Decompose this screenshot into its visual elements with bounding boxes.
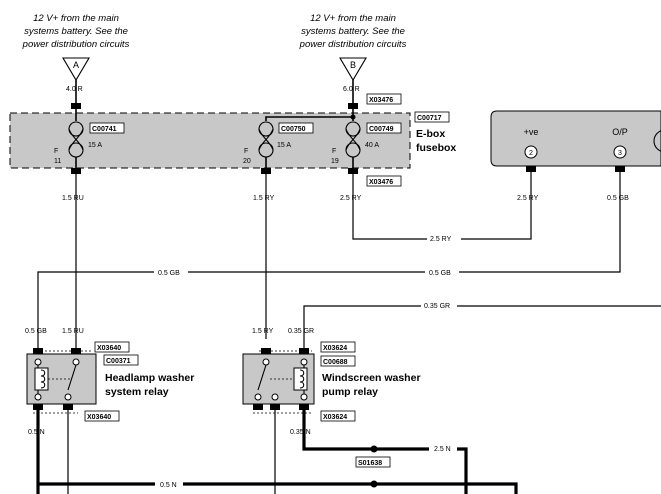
wire-f20-out-label: 1.5 RY (253, 195, 275, 202)
svg-text:X03476: X03476 (369, 179, 393, 186)
supply-b-line3: power distribution circuits (299, 39, 407, 50)
supply-a: 12 V+ from the main systems battery. See… (22, 13, 130, 103)
supply-b-line1: 12 V+ from the main (310, 13, 396, 24)
fuse-f19-number: 19 (331, 158, 339, 165)
fuse-f11-rating: 15 A (88, 142, 102, 149)
svg-text:3: 3 (618, 150, 622, 157)
relay2-title-line2: pump relay (322, 386, 378, 398)
fuse-f19: C00749 40 A F 19 (331, 121, 402, 165)
relay1-title-line2: system relay (105, 386, 169, 398)
supply-a-line2: systems battery. See the (24, 26, 128, 37)
wire-relay1-ru-label: 1.5 RU (62, 328, 84, 335)
fuse-f11: C00741 15 A F 11 (54, 121, 125, 165)
fuse-f11-code: C00741 (92, 126, 117, 133)
fuse-f11-number: 11 (54, 158, 61, 165)
relay1-connector-bottom: X03640 (87, 414, 111, 421)
supply-b-line2: systems battery. See the (301, 26, 405, 37)
relay1-title-line1: Headlamp washer (105, 372, 194, 384)
relay2-connector-bottom: X03624 (323, 414, 347, 421)
svg-text:X03476: X03476 (369, 97, 393, 104)
wire-pin2-label: 2.5 RY (517, 195, 539, 202)
relay-headlamp-washer: X03640 C00371 Headlamp washer system rel… (26, 339, 194, 422)
relay2-coil-icon (293, 367, 308, 391)
wire-relay1-gb-label: 0.5 GB (25, 328, 47, 335)
splice-code: S01638 (358, 460, 382, 467)
supply-a-line1: 12 V+ from the main (33, 13, 119, 24)
relay2-connector-top: X03624 (323, 345, 347, 352)
fusebox-title-line1: E-box (416, 128, 445, 140)
fusebox-code: C00717 (417, 115, 442, 122)
supply-b-wire-label: 6.0 R (343, 86, 360, 93)
svg-text:2: 2 (529, 150, 533, 157)
supply-a-letter: A (73, 60, 79, 70)
wire-gb-right-label: 0.5 GB (429, 270, 451, 277)
wire-gb-left-label: 0.5 GB (158, 270, 180, 277)
relay1-code: C00371 (106, 358, 131, 365)
fuse-f19-code: C00749 (369, 126, 394, 133)
wire-n-upper-label: 2.5 N (434, 446, 451, 453)
relay2-switch-icon (257, 364, 267, 391)
wire-gr-run-label: 0.35 GR (424, 303, 450, 310)
fuse-f20-code: C00750 (281, 126, 306, 133)
relay2-code: C00688 (323, 359, 348, 366)
supply-b-letter: B (350, 60, 356, 70)
supply-b-triangle-icon (339, 57, 367, 82)
wire-relay2-n-label: 0.35 N (290, 429, 311, 436)
wire-pin3-label: 0.5 GB (607, 195, 629, 202)
fuse-f20-number: 20 (243, 158, 251, 165)
relay1-switch-icon (67, 364, 77, 391)
wire-f11-out-label: 1.5 RU (62, 195, 84, 202)
fuse-f11-letter: F (54, 148, 58, 155)
fusebox-connector-bottom: X03476 (366, 175, 402, 187)
fuse-f19-letter: F (332, 148, 336, 155)
wire-n-lower-label: 0.5 N (160, 482, 177, 489)
relay-windscreen-washer: X03624 C00688 Windscreen washer pump rel… (242, 339, 421, 422)
supply-a-wire-label: 4.0 R (66, 86, 83, 93)
module-pin3 (613, 145, 627, 159)
wire-relay2-ry-label: 1.5 RY (252, 328, 274, 335)
fusebox-connector-top: X03476 (366, 93, 402, 105)
fusebox-title-line2: fusebox (416, 142, 456, 154)
supply-a-triangle-icon (62, 57, 90, 82)
wire-relay2-gr-label: 0.35 GR (288, 328, 314, 335)
module: +ve O/P 2 3 (490, 110, 661, 172)
relay1-connector-top: X03640 (97, 345, 121, 352)
fuse-f20-rating: 15 A (277, 142, 291, 149)
wire-relay1-n-label: 0.5 N (28, 429, 45, 436)
splice-dot (370, 445, 378, 453)
lower-wires: 0.5 N 0.35 N 2.5 N S01638 0.5 N (28, 410, 518, 494)
module-pin2-label: +ve (524, 127, 539, 137)
relay1-coil-icon (34, 367, 49, 391)
supply-a-line3: power distribution circuits (22, 39, 130, 50)
fusebox: C00717 E-box fusebox C00741 15 A F 11 (9, 103, 456, 174)
fuse-f20-letter: F (244, 148, 248, 155)
wire-f19-out-label: 2.5 RY (340, 195, 362, 202)
wires: 1.5 RU 1.5 RY 2.5 RY 2.5 RY 2.5 RY 0.5 G… (25, 172, 661, 339)
fuse-f19-rating: 40 A (365, 142, 379, 149)
supply-b: 12 V+ from the main systems battery. See… (299, 13, 407, 103)
module-pin2 (524, 145, 538, 159)
wire-bridge-label: 2.5 RY (430, 236, 452, 243)
relay2-title-line1: Windscreen washer (322, 372, 421, 384)
module-pin3-label: O/P (612, 127, 628, 137)
